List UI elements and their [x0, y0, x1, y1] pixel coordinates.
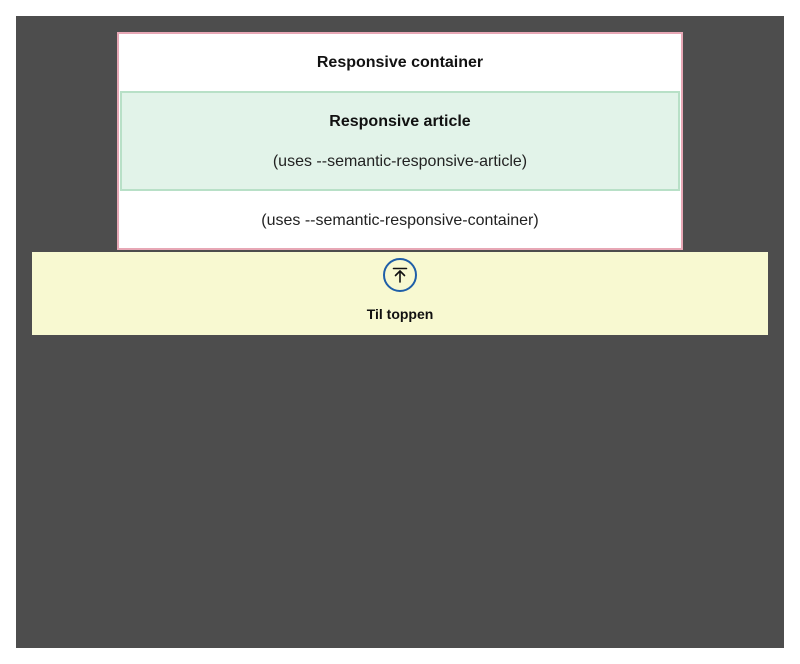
responsive-container: Responsive container Responsive article … [117, 32, 683, 250]
to-top-button[interactable]: Til toppen [350, 258, 450, 330]
container-note: (uses --semantic-responsive-container) [261, 212, 539, 229]
arrow-up-to-line-icon [383, 258, 417, 292]
article-note: (uses --semantic-responsive-article) [272, 153, 528, 170]
to-top-label: Til toppen [366, 306, 434, 322]
article-title: Responsive article [329, 113, 471, 130]
footer: Til toppen [32, 252, 768, 335]
responsive-article: Responsive article (uses --semantic-resp… [120, 91, 680, 191]
page-canvas: Responsive container Responsive article … [16, 16, 784, 648]
container-title: Responsive container [316, 54, 484, 71]
